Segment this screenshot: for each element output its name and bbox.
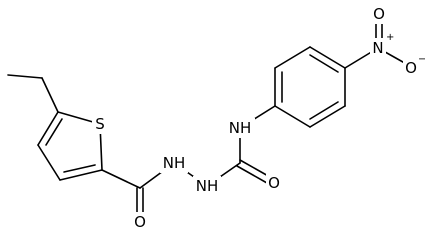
bond-b5-b6-inner [309,101,339,120]
atom-labels: S O NH NH O NH N + O O − [92,4,425,232]
nitro-oxygen-charge: − [418,54,425,65]
nitro-nitrogen-label: N [372,39,383,57]
bond-c4-c5 [37,111,59,146]
bond-b3-b4 [309,46,346,69]
carbonyl-oxygen-label-left: O [134,213,146,231]
bond-c2-carbonyl [101,169,141,189]
bond-c4-c5-inner [45,118,63,146]
bond-ethyl-ch2 [41,77,59,113]
hydrazide-nh-label-2: NH [196,177,219,195]
bond-b5-b6 [309,105,346,128]
bond-b3-b4-inner [309,54,339,73]
nitro-nitrogen-charge: + [386,32,394,43]
benzene-ring [274,46,346,128]
ethyl-group [7,74,59,113]
nitro-oxygen-top-label: O [373,5,385,23]
anilide-nh-label: NH [229,119,252,137]
bond-ethyl-ch3 [7,74,43,79]
carbonyl-oxygen-label-right: O [268,174,280,192]
bond-urea-o-b [236,165,268,184]
bond-c2-c3-inner [63,164,96,173]
bond-urea-o-a [239,159,271,178]
bond-c3-c4 [37,144,61,181]
nitro-oxygen-right-label: O [405,59,417,77]
bond-b2-b3 [274,46,311,69]
sulfur-label: S [95,115,105,133]
bond-b6-b1 [274,105,311,128]
bond-c2-c3 [59,169,103,181]
hydrazide-nh-label-1: NH [163,154,186,172]
